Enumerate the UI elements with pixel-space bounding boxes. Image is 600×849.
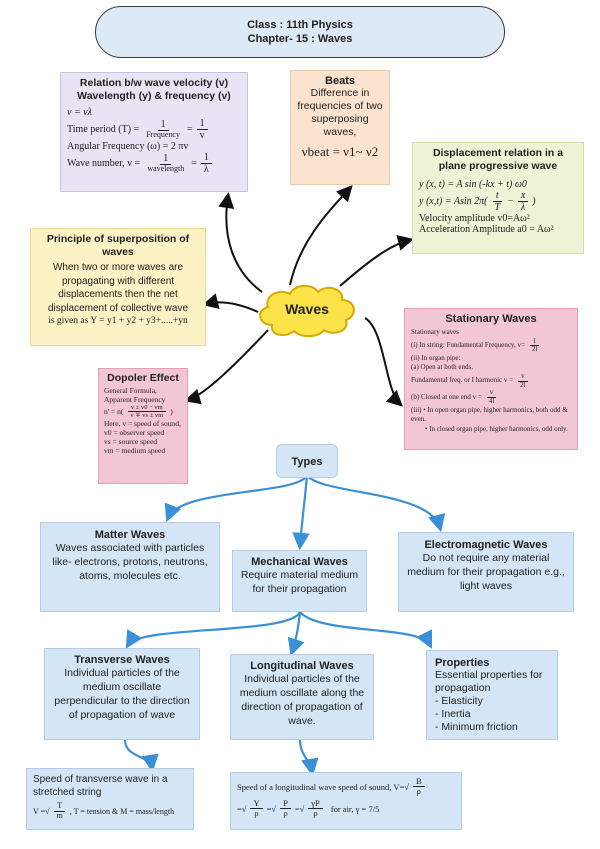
transverse-waves-box: Transverse Waves Individual particles of…: [44, 648, 200, 740]
doppler-line-3: Here, v = speed of sound,: [104, 419, 181, 429]
displacement-line-1: y (x, t) = A sin (-kx + t) ω0: [419, 179, 527, 190]
stationary-box: Stationary Waves Stationary waves (i) In…: [404, 308, 578, 450]
matter-waves-box: Matter Waves Waves associated with parti…: [40, 522, 220, 612]
cloud-shape: [259, 284, 355, 338]
stationary-title: Stationary Waves: [445, 313, 537, 325]
properties-title: Properties: [435, 657, 490, 669]
stationary-line-8: • In closed organ pipe, higher harmonics…: [425, 424, 568, 433]
displacement-box: Displacement relation in a plane progres…: [412, 142, 584, 254]
displacement-line-4: Acceleration Amplitude a0 = Aω²: [419, 224, 554, 235]
relation-line-1: v = vλ: [67, 107, 92, 118]
types-node: Types: [276, 444, 338, 478]
relation-box: Relation b/w wave velocity (v) Wavelengt…: [60, 72, 248, 192]
relation-title-1: Relation b/w wave velocity (v): [79, 77, 229, 89]
relation-title-2: Wavelength (y) & frequency (v): [77, 90, 231, 102]
superposition-title: Principle of superposition of waves: [46, 233, 190, 258]
doppler-line-4: v0 = observer speed: [104, 428, 165, 438]
header-class: Class : 11th Physics: [247, 19, 353, 31]
doppler-title: Dopoler Effect: [107, 372, 179, 384]
stationary-line-3: (ii) In organ pipe:: [411, 353, 461, 362]
superposition-formula: is given as Y = y1 + y2 + y3+.....+yn: [48, 316, 188, 326]
em-body: Do not require any material medium for t…: [407, 552, 565, 592]
properties-item: - Inertia: [435, 708, 471, 720]
mechanical-title: Mechanical Waves: [251, 556, 348, 568]
longitudinal-body: Individual particles of the medium oscil…: [239, 673, 365, 727]
speed-transverse-title: Speed of transverse wave in a stretched …: [33, 774, 168, 798]
doppler-box: Dopoler Effect General Formula, Apparent…: [98, 368, 188, 484]
doppler-line-5: vs = source speed: [104, 437, 158, 447]
longitudinal-waves-box: Longitudinal Waves Individual particles …: [230, 654, 374, 740]
em-waves-box: Electromagnetic Waves Do not require any…: [398, 532, 574, 612]
properties-box: Properties Essential properties for prop…: [426, 650, 558, 740]
header-chapter: Chapter- 15 : Waves: [247, 33, 353, 45]
waves-cloud: Waves: [252, 280, 362, 340]
em-title: Electromagnetic Waves: [424, 539, 548, 551]
beats-formula: νbeat = ν1~ ν2: [301, 144, 379, 159]
stationary-line-4: (a) Open at both ends,: [411, 363, 474, 372]
waves-label: Waves: [285, 301, 329, 317]
speed-longitudinal-box: Speed of a longitudinal wave speed of so…: [230, 772, 462, 830]
relation-line-3: Angular Frequency (ω) = 2 πv: [67, 141, 189, 152]
matter-title: Matter Waves: [94, 529, 166, 541]
transverse-body: Individual particles of the medium oscil…: [54, 667, 190, 721]
stationary-line-2: (i) In string: Fundamental Frequency, v=…: [411, 337, 571, 354]
transverse-title: Transverse Waves: [74, 654, 170, 666]
beats-body: Difference in frequencies of two superpo…: [297, 87, 383, 138]
doppler-line-1: General Formula, Apparent Frequency: [104, 386, 166, 404]
speed-transverse-box: Speed of transverse wave in a stretched …: [26, 768, 194, 830]
superposition-box: Principle of superposition of waves When…: [30, 228, 206, 346]
properties-body: Essential properties for propagation: [435, 669, 543, 694]
properties-item: - Elasticity: [435, 695, 483, 707]
stationary-line-7: (iii) • In open organ pipe, higher harmo…: [411, 405, 568, 424]
mechanical-body: Require material medium for their propag…: [240, 569, 359, 595]
matter-body: Waves associated with particles like- el…: [52, 542, 208, 582]
doppler-line-6: vm = medium speed: [104, 446, 166, 456]
properties-item: - Minimum friction: [435, 721, 518, 733]
chapter-header: Class : 11th Physics Chapter- 15 : Waves: [95, 6, 505, 58]
superposition-body: When two or more waves are propagating w…: [47, 262, 189, 314]
beats-title: Beats: [325, 75, 355, 87]
beats-box: Beats Difference in frequencies of two s…: [290, 70, 390, 185]
speed-longitudinal-title-row: Speed of a longitudinal wave speed of so…: [237, 776, 455, 797]
mechanical-waves-box: Mechanical Waves Require material medium…: [232, 550, 367, 612]
displacement-line-3: Velocity amplitude v0=Aω²: [419, 213, 530, 224]
displacement-title: Displacement relation in a plane progres…: [432, 147, 564, 172]
longitudinal-title: Longitudinal Waves: [250, 660, 354, 672]
stationary-line-1: Stationary waves: [411, 328, 460, 336]
